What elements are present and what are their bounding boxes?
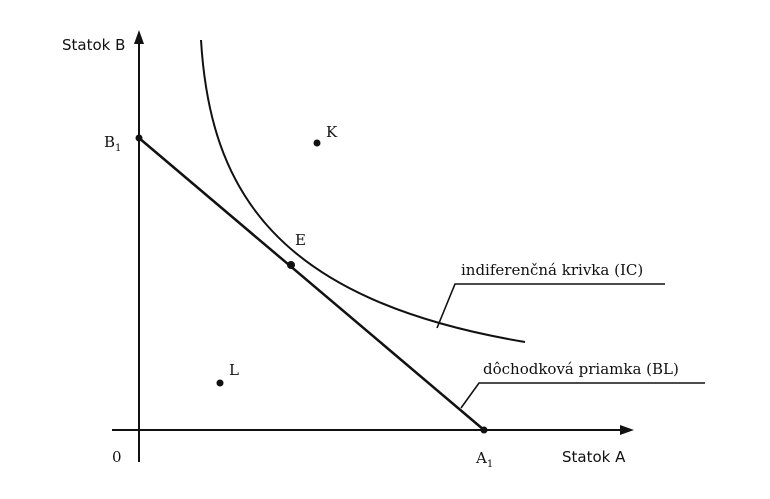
budget-line [138, 137, 485, 431]
ic-callout-label: indiferenčná krivka (IC) [461, 261, 643, 279]
point-e-label: E [295, 231, 306, 249]
indifference-curve [200, 39, 526, 343]
origin-label: 0 [112, 448, 122, 466]
x-axis-label: Statok A [562, 448, 626, 466]
x-axis-arrow [620, 425, 634, 435]
point-e-marker [287, 261, 295, 269]
point-l-label: L [229, 361, 239, 379]
y-axis-arrow [134, 30, 144, 44]
y-axis-label: Statok B [62, 36, 125, 54]
point-k-label: K [326, 123, 338, 141]
point-k-marker [313, 139, 321, 147]
ic-callout-leader [436, 283, 665, 329]
point-b1-marker [135, 134, 143, 142]
point-a1-sub: 1 [487, 459, 493, 470]
point-b1-sub: 1 [115, 143, 121, 154]
point-b1-base: B [104, 133, 115, 151]
point-a1-label: A1 [475, 449, 493, 470]
point-b1-label: B1 [104, 133, 121, 154]
axes [112, 30, 634, 462]
point-a1-base: A [475, 449, 487, 467]
point-l-marker [216, 379, 224, 387]
bl-callout-leader [460, 382, 705, 409]
point-a1-marker [480, 426, 488, 434]
bl-callout-label: dôchodková priamka (BL) [483, 360, 679, 378]
